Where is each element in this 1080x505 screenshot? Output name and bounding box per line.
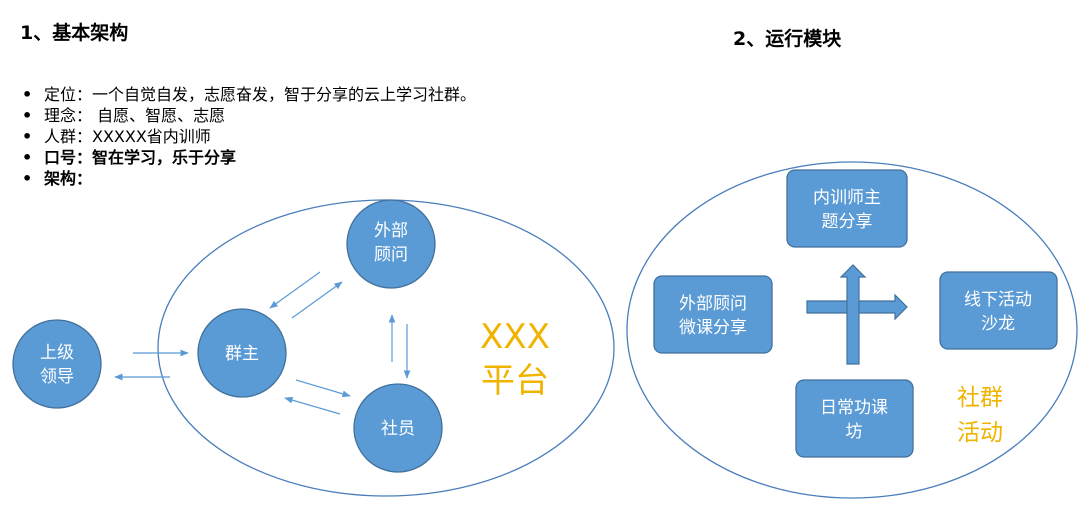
trainer-share-line1: 内训师主 xyxy=(813,188,881,208)
bullet-text: 理念： 自愿、智愿、志愿 xyxy=(44,106,226,125)
platform-label-line2: 平台 xyxy=(481,361,549,401)
consultant-label-line1: 外部 xyxy=(374,221,408,241)
module-daily-workshop: 日常功课 坊 xyxy=(795,379,914,458)
module-consultant-course: 外部顾问 微课分享 xyxy=(653,275,773,354)
node-consultant: 外部 顾问 xyxy=(346,199,436,289)
arrow-member-to-owner xyxy=(284,396,341,415)
bullet-dot: • xyxy=(22,85,33,104)
bullet-text: 口号：智在学习，乐于分享 xyxy=(44,148,237,167)
node-group-owner: 群主 xyxy=(197,308,287,398)
arrow-owner-to-member xyxy=(295,379,351,398)
consultant-course-line1: 外部顾问 xyxy=(679,294,747,314)
bullet-text: 定位：一个自觉自发，志愿奋发，智于分享的云上学习社群。 xyxy=(44,85,477,104)
bullet-positioning: • 定位：一个自觉自发，志愿奋发，智于分享的云上学习社群。 xyxy=(22,84,476,105)
community-label-line1: 社群 xyxy=(957,385,1003,411)
bullet-slogan: • 口号：智在学习，乐于分享 xyxy=(22,147,476,168)
group-owner-label: 群主 xyxy=(225,344,259,364)
module-offline-salon: 线下活动 沙龙 xyxy=(939,271,1058,350)
bullet-text: 人群：XXXXX省内训师 xyxy=(44,127,211,146)
offline-salon-line1: 线下活动 xyxy=(964,290,1032,310)
trainer-share-line2: 题分享 xyxy=(822,212,873,232)
platform-label-line1: XXX xyxy=(480,317,550,357)
arrow-consultant-to-owner xyxy=(269,271,321,309)
member-label: 社员 xyxy=(381,419,415,439)
module-trainer-share: 内训师主 题分享 xyxy=(786,169,908,248)
bullet-structure: • 架构： xyxy=(22,168,476,189)
module-ellipse xyxy=(626,161,1078,499)
leader-label-line1: 上级 xyxy=(40,343,74,363)
bullet-concept: • 理念： 自愿、智愿、志愿 xyxy=(22,105,476,126)
daily-workshop-line2: 坊 xyxy=(846,422,863,442)
consultant-course-line2: 微课分享 xyxy=(679,318,747,338)
consultant-label-line2: 顾问 xyxy=(374,245,408,265)
arrow-up-icon xyxy=(839,264,867,365)
bullet-dot: • xyxy=(22,106,33,125)
node-member: 社员 xyxy=(353,383,443,473)
bullet-list: • 定位：一个自觉自发，志愿奋发，智于分享的云上学习社群。 • 理念： 自愿、智愿、… xyxy=(22,84,476,189)
daily-workshop-line1: 日常功课 xyxy=(820,398,888,418)
bullet-audience: • 人群：XXXXX省内训师 xyxy=(22,126,476,147)
offline-salon-line2: 沙龙 xyxy=(981,314,1015,334)
bullet-dot: • xyxy=(22,169,33,188)
central-arrows xyxy=(806,264,908,365)
relation-arrows xyxy=(114,271,411,415)
community-label-line2: 活动 xyxy=(957,420,1003,446)
operation-section-title: 2、运行模块 xyxy=(733,28,842,50)
bullet-dot: • xyxy=(22,127,33,146)
leader-label-line2: 领导 xyxy=(40,367,74,387)
architecture-section-title: 1、基本架构 xyxy=(20,22,129,44)
arrow-owner-to-consultant xyxy=(291,281,343,319)
bullet-dot: • xyxy=(22,148,33,167)
node-leader: 上级 领导 xyxy=(12,319,102,409)
bullet-text: 架构： xyxy=(44,169,93,188)
